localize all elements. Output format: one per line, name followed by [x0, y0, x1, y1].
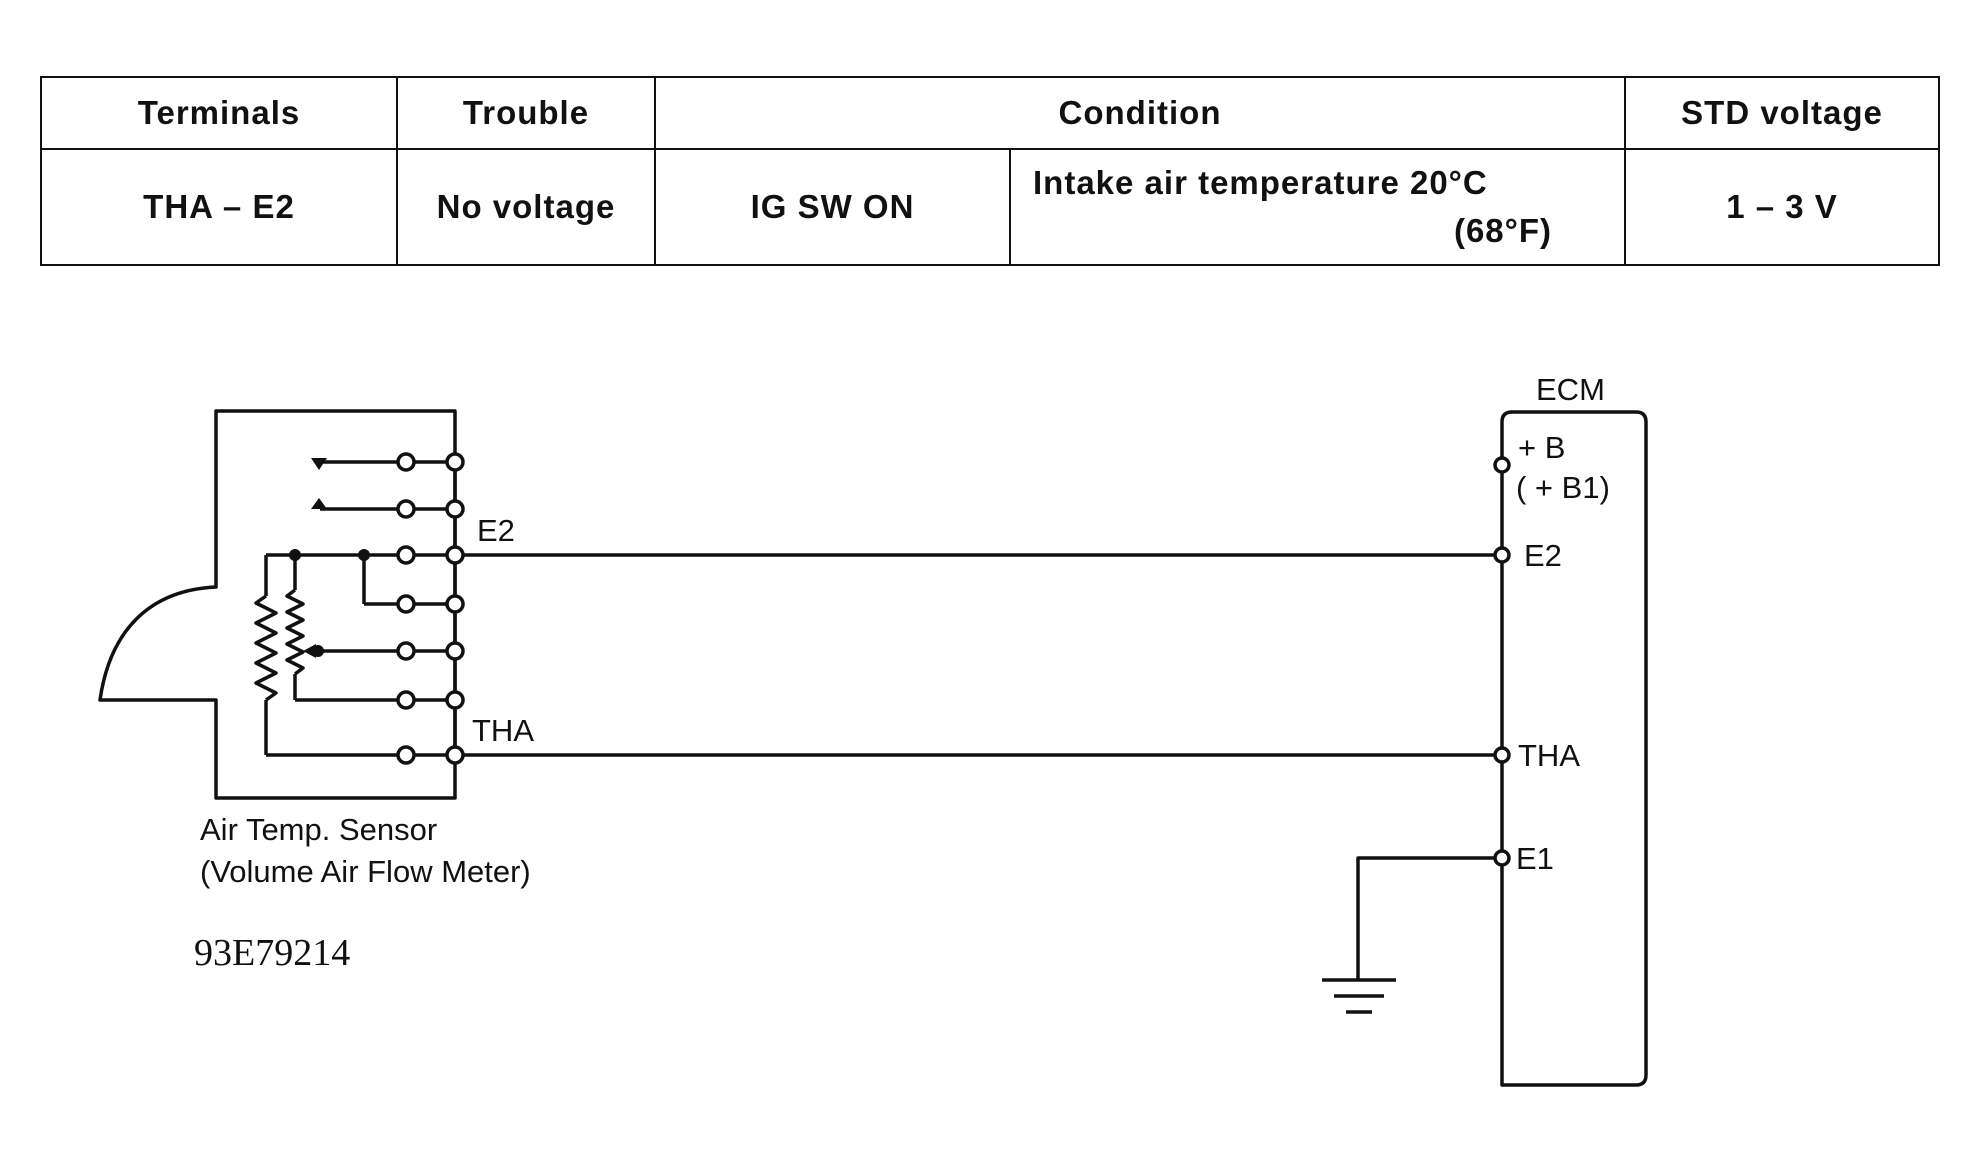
ecm-pin-b-label: + B — [1518, 430, 1565, 465]
sensor-pin-e2-label: E2 — [477, 513, 515, 548]
junction-dot — [289, 549, 301, 561]
condition-detail-line2: (68°F) — [1453, 212, 1553, 249]
sensor-caption-line2: (Volume Air Flow Meter) — [200, 854, 531, 889]
sensor-internal-wiring — [254, 553, 398, 757]
cell-terminals: THA – E2 — [40, 148, 398, 266]
ecm-pin-e1-label: E1 — [1516, 841, 1554, 876]
ecm-box — [1500, 410, 1648, 1087]
cell-condition-detail: Intake air temperature 20°C (68°F) — [1008, 148, 1627, 266]
ecm-ground-wire — [1356, 856, 1502, 980]
ground-icon — [1322, 978, 1396, 1014]
sensor-housing — [98, 409, 457, 800]
cell-std-voltage: 1 – 3 V — [1624, 148, 1941, 266]
junction-dot — [358, 549, 370, 561]
table-row: THA – E2 No voltage IG SW ON Intake air … — [40, 148, 1941, 266]
switch-contact-arrow-icon — [311, 498, 327, 509]
spec-table: Terminals Trouble Condition STD voltage … — [40, 76, 1941, 266]
sensor-pin-tha-label: THA — [472, 713, 534, 748]
header-terminals: Terminals — [40, 76, 398, 150]
switch-contact-arrow-icon — [311, 458, 327, 470]
ecm-pin-b1-label: ( + B1) — [1516, 470, 1610, 505]
table-header-row: Terminals Trouble Condition STD voltage — [40, 76, 1941, 150]
ecm-terminals — [1493, 456, 1511, 867]
ecm-pin-tha-label: THA — [1518, 738, 1580, 773]
figure-code: 93E79214 — [194, 932, 350, 974]
sensor-caption-line1: Air Temp. Sensor — [200, 812, 437, 847]
ecm-title: ECM — [1536, 372, 1605, 407]
wiper-arrow-icon — [303, 644, 316, 658]
condition-detail-line1: Intake air temperature 20°C — [1033, 164, 1488, 201]
header-condition: Condition — [653, 76, 1627, 150]
switch-contacts — [320, 460, 398, 511]
ecm-pin-e2-label: E2 — [1524, 538, 1562, 573]
header-trouble: Trouble — [396, 76, 656, 150]
header-std-voltage: STD voltage — [1624, 76, 1941, 150]
sensor-terminals — [396, 452, 465, 765]
cell-condition-switch: IG SW ON — [654, 148, 1011, 266]
cell-trouble: No voltage — [396, 148, 656, 266]
